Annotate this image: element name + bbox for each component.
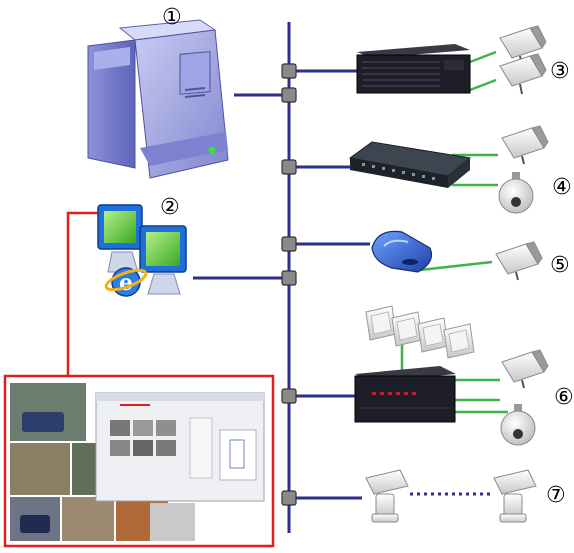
label-5: ⑤ — [550, 253, 570, 278]
label-1: ① — [162, 5, 182, 30]
analog-links — [400, 50, 508, 414]
video-encoder-icon — [348, 141, 472, 188]
number-labels: ① ② ③ ④ ⑤ ⑥ ⑦ — [160, 5, 574, 508]
dome-camera-icon — [498, 172, 536, 446]
label-4: ④ — [552, 175, 572, 200]
ptz-camera-icon — [365, 469, 537, 523]
label-7: ⑦ — [546, 483, 566, 508]
server-tower-icon — [87, 19, 229, 179]
label-6: ⑥ — [554, 385, 574, 410]
camera-icon — [495, 25, 549, 389]
network-ports — [281, 63, 297, 506]
monitor-wall-icon — [365, 305, 475, 359]
ip-decoder-icon — [371, 230, 433, 273]
label-2: ② — [160, 195, 180, 220]
label-3: ③ — [550, 59, 570, 84]
rack-recorder-icon — [356, 44, 471, 94]
workstation-browser-icon: e — [97, 204, 187, 297]
network-branches — [193, 69, 370, 500]
matrix-switcher-icon — [354, 366, 456, 423]
client-link — [66, 211, 108, 376]
video-client-screenshot — [3, 374, 275, 548]
